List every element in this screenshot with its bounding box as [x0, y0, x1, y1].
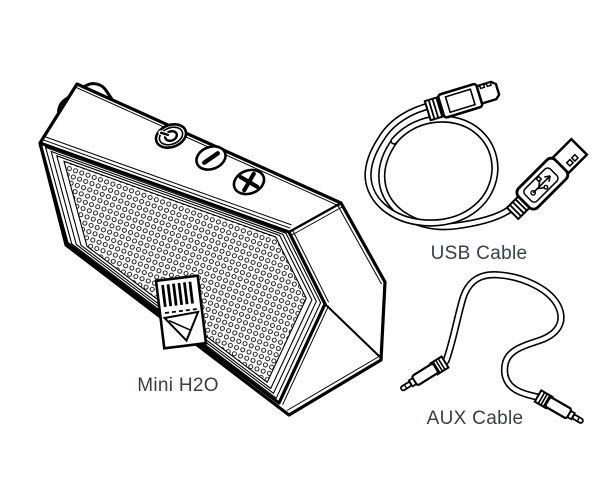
- aux-cable-illustration: [396, 270, 587, 429]
- volume-down-button-icon: [195, 145, 227, 171]
- altec-lansing-badge: [154, 274, 208, 350]
- speaker-grille: [63, 160, 307, 384]
- usb-cable-illustration: [364, 80, 589, 231]
- micro-usb-connector: [423, 80, 501, 122]
- speaker-label: Mini H2O: [137, 375, 219, 396]
- usb-cable-label: USB Cable: [430, 243, 528, 264]
- coiled-cord: [364, 101, 513, 231]
- usb-a-connector: [505, 137, 589, 221]
- power-button-icon: [154, 123, 188, 149]
- volume-up-button-icon: [232, 168, 266, 196]
- s-curved-cord: [442, 270, 565, 402]
- aux-cable-label: AUX Cable: [426, 408, 524, 429]
- mini-h2o-speaker: [38, 82, 387, 417]
- usb-trident-icon: [530, 175, 551, 196]
- aux-plug-left: [396, 355, 450, 396]
